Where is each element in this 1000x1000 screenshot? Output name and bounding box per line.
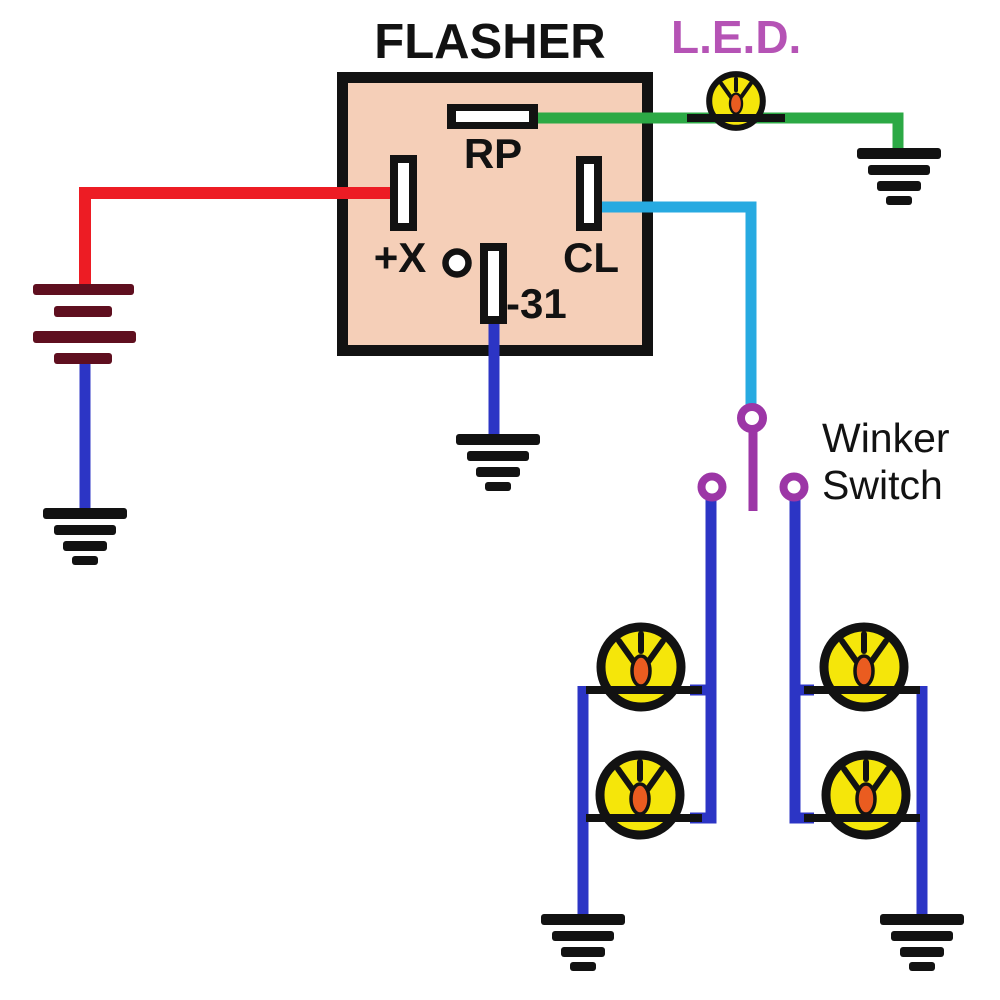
pin-cl-terminal [576,156,602,231]
wire-switch-left-to-bulbs [690,496,717,824]
pin-label-rp: RP [463,130,523,177]
bulb-icon-bottom-right [826,755,906,835]
winker-switch-label: Winker Switch [822,415,950,509]
wire-switch-right-to-bulbs [789,496,814,824]
pin-label-neg31: -31 [506,280,567,327]
ground-icon-led [857,148,941,205]
led-label: L.E.D. [671,11,802,63]
wire-plusx-to-battery [79,187,394,288]
winker-switch [697,403,809,511]
bulb-icon-bottom-left [600,755,680,835]
wire-rp-to-led-ground [536,112,904,152]
pin-rp-terminal [447,104,538,129]
ground-icon-right-bulbs [880,914,964,971]
battery-icon [33,284,136,364]
relay-center-pin-dot [442,248,472,278]
ground-icon-left-bulbs [541,914,625,971]
winker-switch-label-line2: Switch [822,462,943,508]
winker-switch-label-line1: Winker [822,415,950,461]
led-icon [687,74,785,128]
ground-icon-neg31 [456,434,540,491]
pin-plusx-terminal [390,155,417,231]
bulb-icon-top-left [601,627,681,707]
ground-icon-battery [43,508,127,565]
pin-label-cl: CL [563,234,619,281]
switch-contact-icon-left [697,472,727,502]
switch-contact-icon-right [779,472,809,502]
switch-contact-icon-common [737,403,767,433]
wire-cl-to-switch [598,201,757,408]
pin-label-plusx: +X [373,234,427,281]
bulb-icon-top-right [824,627,904,707]
pin-neg31-terminal [480,243,507,324]
flasher-title: FLASHER [374,15,606,69]
